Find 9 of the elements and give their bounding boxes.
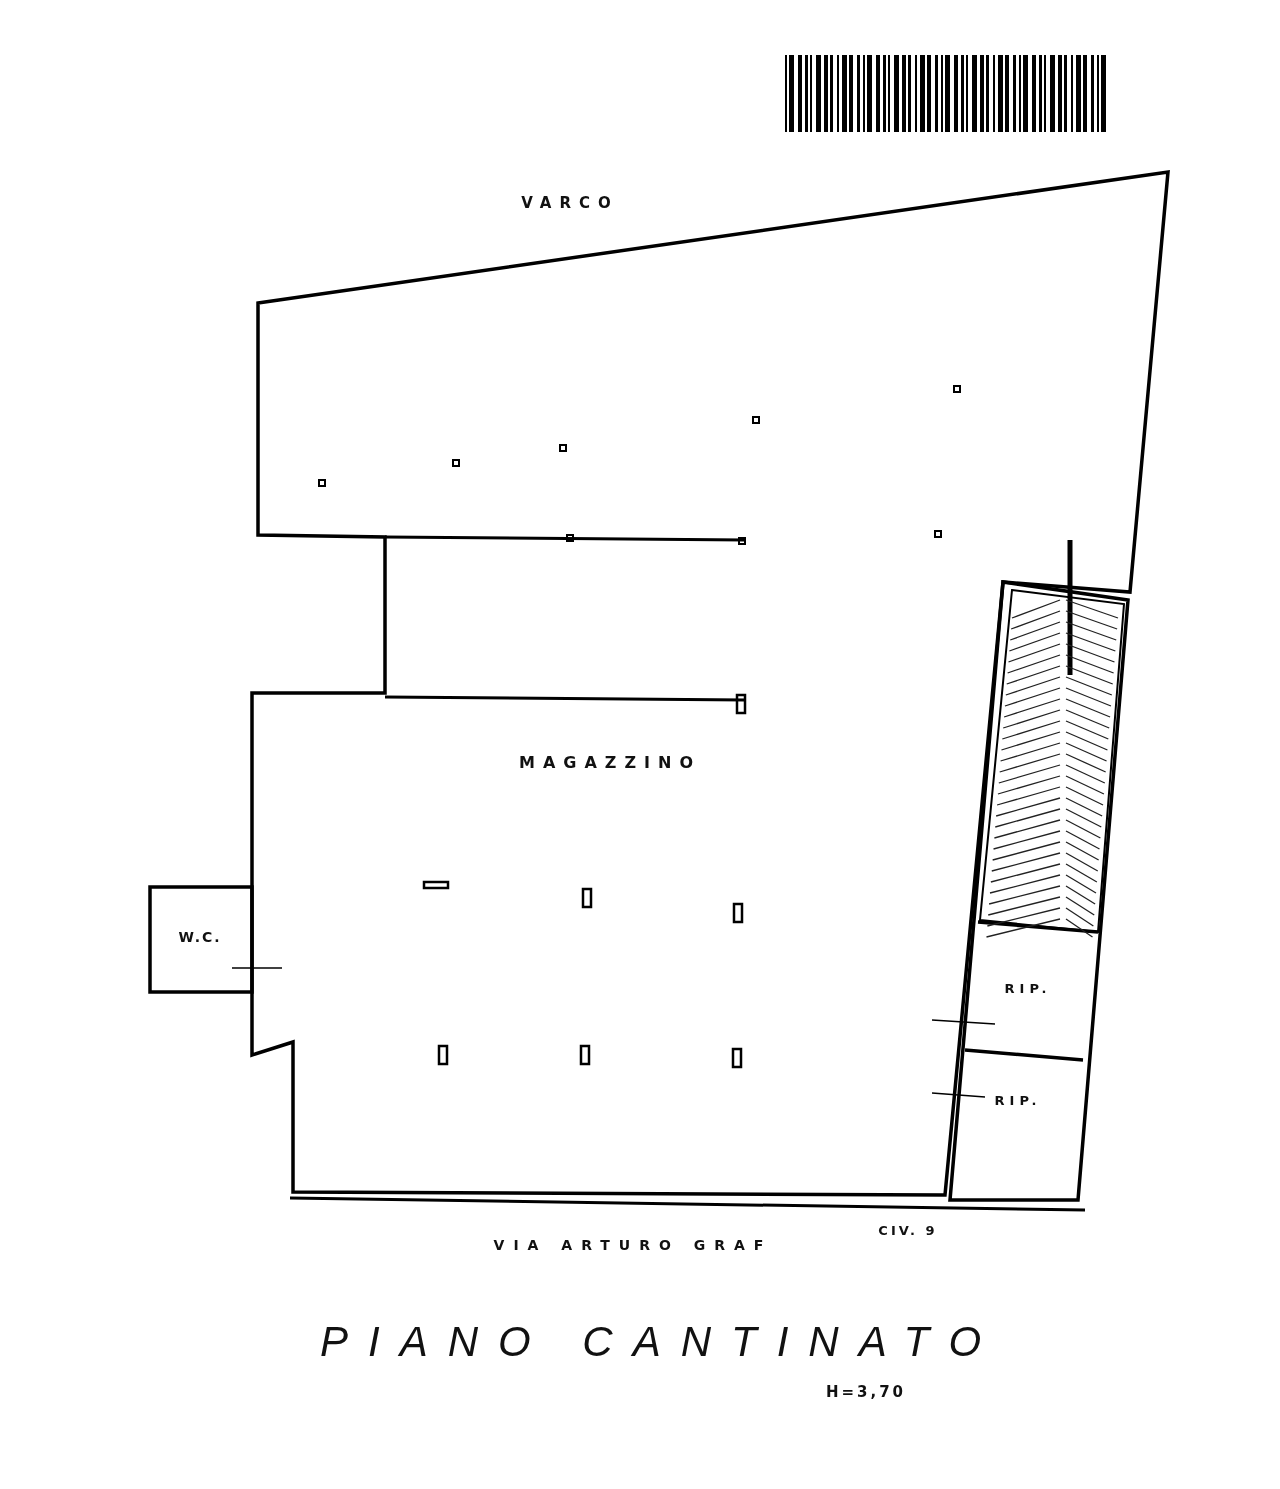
room-label: W.C.	[178, 929, 222, 945]
room-label: VIA ARTURO GRAF	[493, 1237, 773, 1253]
room-label: CIV. 9	[878, 1222, 938, 1238]
room-label: MAGAZZINO	[519, 752, 701, 772]
room-label: VARCO	[521, 194, 619, 212]
room-label: RIP.	[1004, 980, 1052, 996]
room-label: H=3,70	[825, 1383, 907, 1401]
plan-title: PIANO CANTINATO	[320, 1318, 1002, 1366]
room-label: RIP.	[994, 1092, 1042, 1108]
